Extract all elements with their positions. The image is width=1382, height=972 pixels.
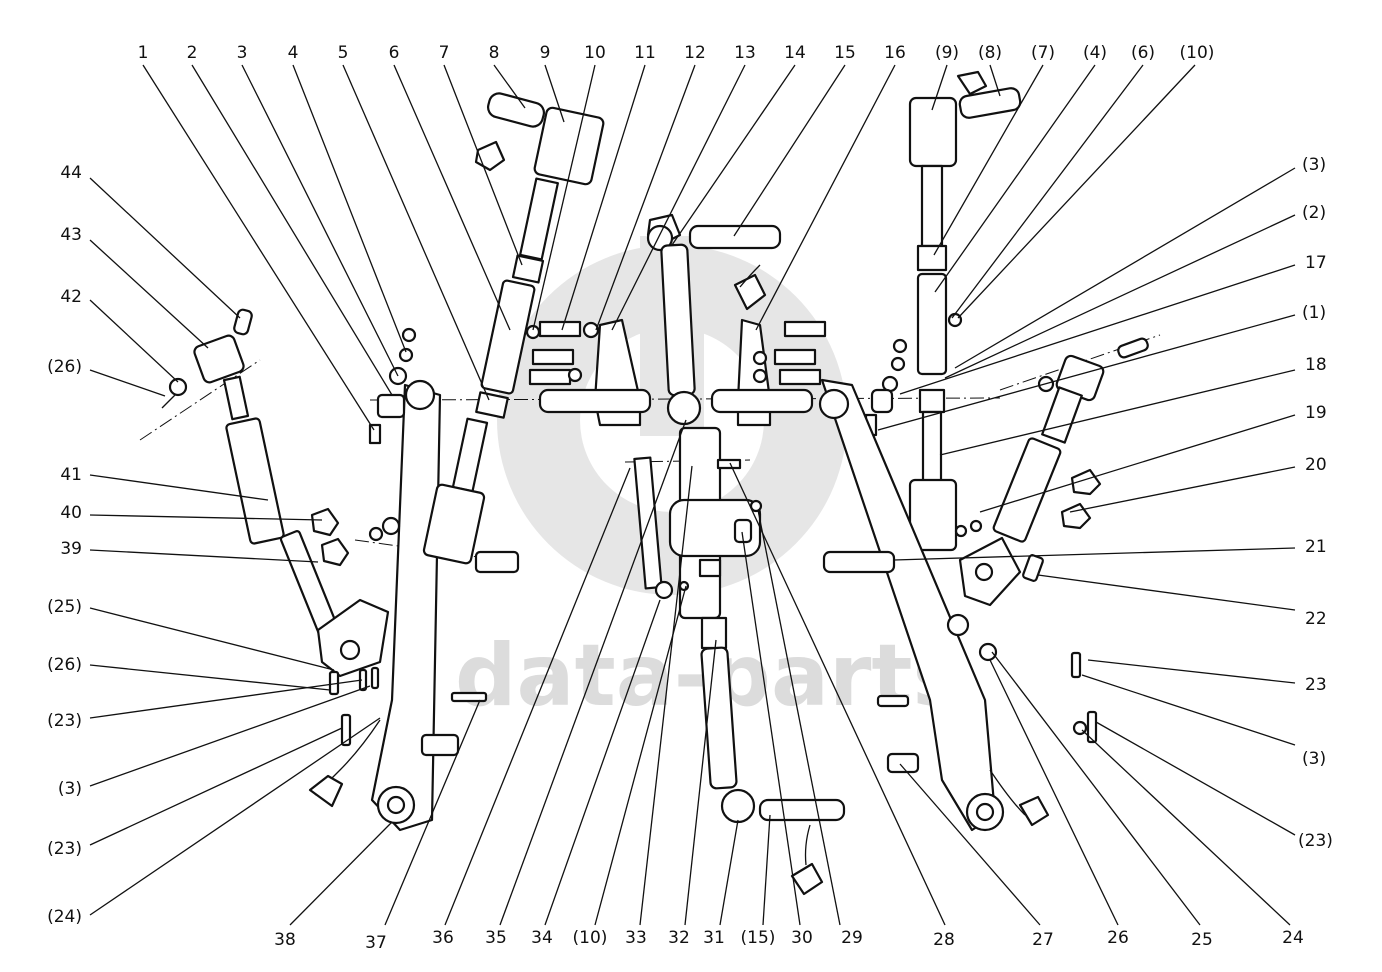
callout-label: 23 [1305, 675, 1327, 695]
callout-label: (3) [58, 779, 82, 799]
callout-label: 35 [485, 928, 507, 948]
callout-label: 4 [288, 43, 299, 63]
callout-label: 27 [1032, 930, 1054, 950]
callout-label: 38 [274, 930, 296, 950]
callout-label: 30 [791, 928, 813, 948]
callout-label: 41 [60, 465, 82, 485]
right-lower-link-arm [818, 378, 1050, 832]
callout-label: (24) [47, 907, 82, 927]
callout-label: 6 [389, 43, 400, 63]
callout-label: (23) [1298, 831, 1333, 851]
callout-label: (3) [1302, 155, 1326, 175]
callout-label: (26) [47, 357, 82, 377]
leader-lines [89, 64, 1296, 926]
callout-label: (1) [1302, 303, 1326, 323]
callout-label: (2) [1302, 203, 1326, 223]
callout-label: 19 [1305, 403, 1327, 423]
callout-label: (10) [573, 928, 608, 948]
callout-label: (4) [1083, 43, 1107, 63]
callout-label: 44 [60, 163, 82, 183]
callout-label: (15) [741, 928, 776, 948]
right-lift-rod [864, 70, 1022, 552]
callout-label: 34 [531, 928, 553, 948]
callout-label: 17 [1305, 253, 1327, 273]
callout-labels-right: (3) (2) 17 (1) 18 19 20 21 22 23 (3) (23… [1298, 155, 1333, 851]
right-stabilizer-assembly [954, 337, 1149, 744]
callout-label: (23) [47, 839, 82, 859]
top-link-assembly [633, 426, 846, 896]
callout-label: 24 [1282, 928, 1304, 948]
callout-label: 36 [432, 928, 454, 948]
callout-label: (26) [47, 655, 82, 675]
callout-label: 13 [734, 43, 756, 63]
callout-label: 5 [338, 43, 349, 63]
callout-label: 14 [784, 43, 806, 63]
callout-label: 42 [60, 287, 82, 307]
callout-labels-bottom: 38 37 36 35 34 (10) 33 32 31 (15) 30 29 … [274, 928, 1304, 953]
callout-labels-left: 44 43 42 (26) 41 40 39 (25) (26) (23) (3… [47, 163, 82, 927]
callout-label: 9 [540, 43, 551, 63]
callout-label: 11 [634, 43, 656, 63]
callout-label: 22 [1305, 609, 1327, 629]
callout-label: (6) [1131, 43, 1155, 63]
callout-label: 10 [584, 43, 606, 63]
callout-label: (8) [978, 43, 1002, 63]
callout-label: 3 [237, 43, 248, 63]
callout-label: 1 [138, 43, 149, 63]
callout-label: 7 [439, 43, 450, 63]
callout-label: (9) [935, 43, 959, 63]
callout-label: (25) [47, 597, 82, 617]
left-lower-link-arm [308, 379, 520, 832]
callout-label: 25 [1191, 930, 1213, 950]
callout-label: 32 [668, 928, 690, 948]
callout-label: 8 [489, 43, 500, 63]
callout-label: 28 [933, 930, 955, 950]
callout-label: 26 [1107, 928, 1129, 948]
callout-label: (10) [1180, 43, 1215, 63]
callout-label: 18 [1305, 355, 1327, 375]
callout-label: (3) [1302, 749, 1326, 769]
left-lift-rod [388, 92, 605, 565]
callout-label: 43 [60, 225, 82, 245]
callout-label: 21 [1305, 537, 1327, 557]
callout-label: 29 [841, 928, 863, 948]
callout-label: (23) [47, 711, 82, 731]
callout-label: 31 [703, 928, 725, 948]
callout-label: 15 [834, 43, 856, 63]
callout-label: 39 [60, 539, 82, 559]
callout-label: 37 [365, 933, 387, 953]
center-brackets-and-bolts [528, 213, 827, 427]
callout-label: 20 [1305, 455, 1327, 475]
callout-label: 16 [884, 43, 906, 63]
callout-label: 2 [187, 43, 198, 63]
callout-label: 33 [625, 928, 647, 948]
callout-label: 12 [684, 43, 706, 63]
callout-labels-top: 1 2 3 4 5 6 7 8 9 10 11 12 13 14 15 16 (… [138, 43, 1215, 63]
left-stabilizer-assembly [161, 308, 390, 678]
callout-label: 40 [60, 503, 82, 523]
callout-label: (7) [1031, 43, 1055, 63]
